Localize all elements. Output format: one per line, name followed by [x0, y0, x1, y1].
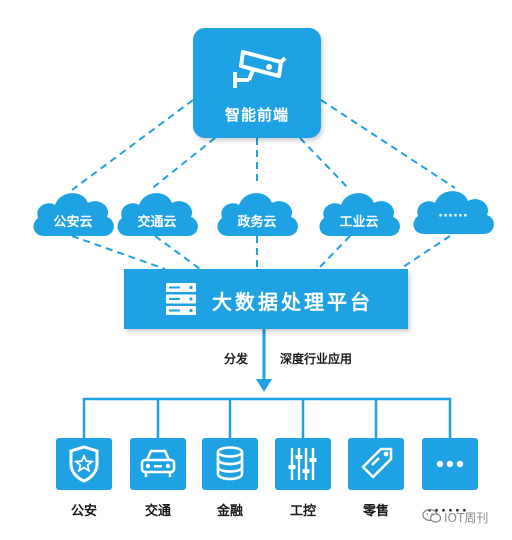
- distribute-label: 分发: [224, 352, 249, 366]
- car-icon: [140, 449, 176, 477]
- industry-tile-more: [422, 438, 478, 490]
- cloud-label: 政务云: [237, 215, 277, 230]
- industry-label: 工控: [289, 504, 316, 519]
- smart-front-end-node: 智能前端: [193, 28, 321, 138]
- cloud-government: 政务云: [214, 186, 300, 242]
- surveillance-camera-icon: [233, 50, 287, 88]
- cloud-label: 公安云: [53, 215, 93, 230]
- cloud-industrial: 工业云: [316, 186, 402, 242]
- cloud-label: 交通云: [137, 215, 177, 230]
- industry-tile-traffic: [130, 438, 186, 490]
- price-tag-icon: [361, 447, 393, 479]
- control-sliders-icon: [288, 448, 317, 480]
- more-dots-icon: [436, 460, 464, 468]
- cloud-traffic: 交通云: [114, 186, 200, 242]
- big-data-platform-node: 大数据处理平台: [124, 269, 408, 329]
- smart-front-end-label: 智能前端: [224, 106, 289, 124]
- cloud-shape: [117, 193, 198, 236]
- cloud-label: ······: [438, 209, 468, 224]
- cloud-public-security: 公安云: [30, 186, 116, 242]
- industry-tile-industrial-control: [275, 438, 331, 490]
- wechat-icon: [422, 508, 442, 523]
- police-shield-icon: [69, 445, 99, 483]
- industry-tile-retail: [348, 438, 404, 490]
- cloud-shape: [413, 191, 494, 234]
- industry-label: 交通: [144, 504, 171, 519]
- server-icon: [166, 283, 196, 315]
- industry-tile-public-security: [56, 438, 112, 490]
- watermark-text: IOT周刊: [444, 511, 489, 525]
- cloud-more: ······: [410, 184, 496, 240]
- coin-stack-icon: [216, 446, 244, 481]
- platform-label: 大数据处理平台: [212, 290, 373, 314]
- industry-tile-finance: [202, 438, 258, 490]
- cloud-label: 工业云: [339, 215, 379, 230]
- cloud-shape: [217, 193, 298, 236]
- industry-label: 金融: [216, 504, 243, 519]
- industry-application-label: 深度行业应用: [280, 352, 353, 366]
- industry-label: 公安: [70, 504, 97, 519]
- industry-label: 零售: [362, 504, 389, 519]
- cloud-shape: [33, 193, 114, 236]
- cloud-shape: [319, 193, 400, 236]
- watermark: IOT周刊: [422, 506, 510, 528]
